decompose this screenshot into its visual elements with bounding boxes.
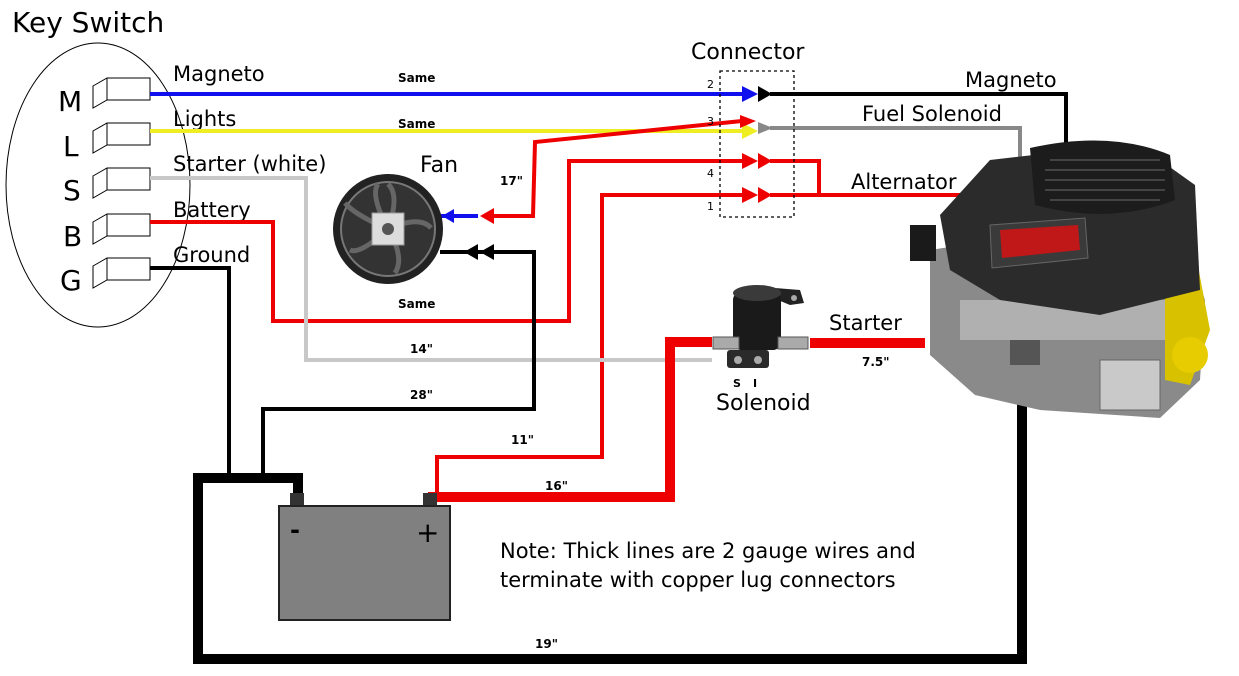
engine-label-starter: Starter bbox=[829, 311, 902, 335]
arrow-fan-feed bbox=[480, 208, 494, 224]
connector-pin-3: 3 bbox=[707, 115, 714, 128]
length-starter-signal: 14" bbox=[410, 342, 433, 356]
solenoid-icon bbox=[712, 285, 809, 368]
terminal-b-icon bbox=[92, 213, 151, 245]
length-fan-ground: 28" bbox=[410, 388, 433, 402]
wire-battery bbox=[150, 159, 748, 323]
connector-title: Connector bbox=[691, 40, 805, 65]
length-engine-ground: 19" bbox=[535, 637, 558, 651]
arrow-alternator-out bbox=[758, 187, 772, 203]
battery-icon bbox=[278, 493, 451, 621]
arrow-fan-feed-in bbox=[740, 115, 756, 128]
arrow-battery-in bbox=[742, 153, 758, 169]
length-solenoid-starter: 7.5" bbox=[862, 355, 890, 369]
key-switch-terminal-b: B bbox=[63, 213, 151, 253]
terminal-letter-b: B bbox=[63, 220, 82, 253]
arrow-battery-out bbox=[758, 153, 772, 169]
arrow-fan-ground-2 bbox=[464, 244, 478, 260]
label-magneto: Magneto bbox=[173, 62, 265, 86]
terminal-m-icon bbox=[92, 77, 151, 109]
wire-fuel-solenoid bbox=[770, 126, 1022, 170]
terminal-letter-s: S bbox=[63, 174, 81, 207]
wire-engine-ground-thick bbox=[193, 390, 1027, 664]
label-battery: Battery bbox=[173, 198, 251, 222]
connector-pin-1: 1 bbox=[707, 200, 714, 213]
length-lights: Same bbox=[398, 117, 435, 131]
label-lights: Lights bbox=[173, 107, 236, 131]
battery-negative: - bbox=[290, 516, 300, 544]
wire-magneto-engine bbox=[770, 92, 1068, 160]
arrow-alternator-in bbox=[742, 187, 758, 203]
note-line-1: Note: Thick lines are 2 gauge wires and bbox=[500, 539, 916, 563]
length-battery: Same bbox=[398, 297, 435, 311]
key-switch-terminal-l: L bbox=[63, 122, 151, 163]
fan-icon bbox=[333, 174, 443, 284]
arrow-fan-ground bbox=[480, 244, 494, 260]
solenoid-terminal-s: S bbox=[733, 377, 741, 390]
engine-label-alternator: Alternator bbox=[851, 170, 957, 194]
wire-ground bbox=[150, 266, 231, 478]
terminal-letter-m: M bbox=[58, 85, 82, 118]
engine-icon bbox=[910, 140, 1210, 418]
key-switch-title: Key Switch bbox=[12, 6, 164, 39]
key-switch-terminal-m: M bbox=[58, 77, 151, 118]
solenoid-terminal-i: I bbox=[753, 377, 757, 390]
engine-label-fuel-solenoid: Fuel Solenoid bbox=[862, 102, 1002, 126]
wire-alternator-feed bbox=[435, 193, 748, 499]
arrow-magneto-out bbox=[758, 86, 772, 102]
length-magneto: Same bbox=[398, 71, 435, 85]
solenoid-label: Solenoid bbox=[716, 391, 811, 416]
wire-fan-feed bbox=[490, 119, 743, 218]
length-battery-solenoid: 16" bbox=[545, 479, 568, 493]
length-alternator-feed: 11" bbox=[511, 433, 534, 447]
wire-battery-loop bbox=[770, 159, 821, 195]
engine-label-magneto: Magneto bbox=[965, 68, 1057, 92]
connector-box bbox=[719, 70, 795, 218]
terminal-s-icon bbox=[92, 167, 151, 199]
wire-starter-signal bbox=[150, 176, 712, 362]
length-fan-feed: 17" bbox=[500, 174, 523, 188]
wire-fan-ground bbox=[261, 250, 536, 478]
terminal-l-icon bbox=[92, 122, 151, 154]
label-ground: Ground bbox=[173, 243, 250, 267]
terminal-letter-l: L bbox=[63, 130, 79, 163]
key-switch-body bbox=[5, 42, 191, 328]
note-line-2: terminate with copper lug connectors bbox=[500, 568, 896, 592]
connector-pin-4: 4 bbox=[707, 167, 714, 180]
arrow-lights-in bbox=[742, 123, 758, 139]
wire-battery-solenoid-thick bbox=[428, 337, 712, 502]
connector-pin-2: 2 bbox=[707, 78, 714, 91]
label-starter-white: Starter (white) bbox=[173, 152, 326, 176]
terminal-g-icon bbox=[92, 257, 151, 289]
battery-positive: + bbox=[416, 516, 439, 549]
arrow-fuel-out bbox=[758, 122, 773, 134]
terminal-letter-g: G bbox=[60, 264, 82, 297]
arrow-magneto-in bbox=[742, 86, 758, 102]
arrow-fan-blue bbox=[442, 209, 454, 223]
key-switch-terminal-g: G bbox=[60, 257, 151, 297]
fan-label: Fan bbox=[420, 153, 458, 178]
key-switch-terminal-s: S bbox=[63, 167, 151, 207]
